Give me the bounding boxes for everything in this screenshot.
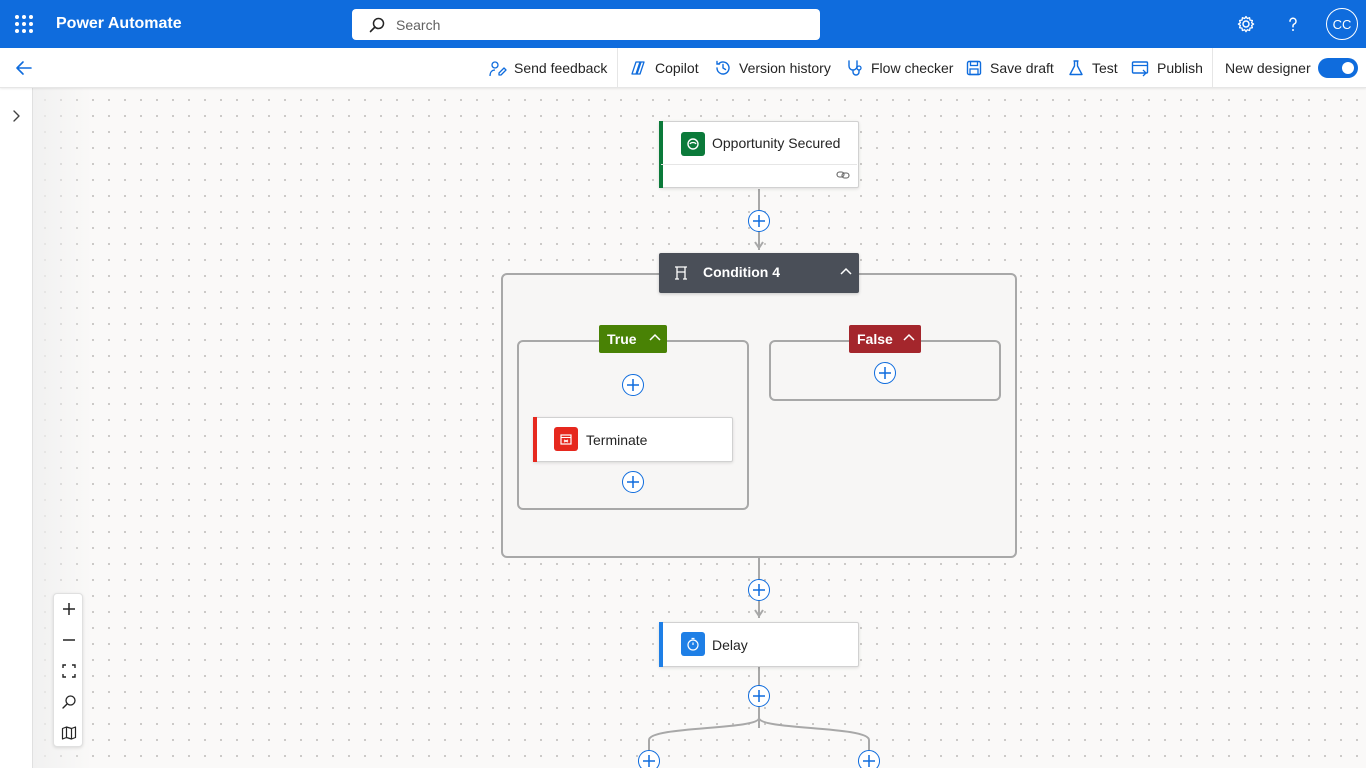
delay-title: Delay	[712, 637, 748, 653]
map-icon	[61, 726, 77, 740]
zoom-out-button[interactable]	[54, 625, 84, 655]
terminate-icon	[554, 427, 578, 451]
true-branch-label: True	[607, 331, 637, 347]
help-question-icon[interactable]	[1281, 12, 1305, 36]
fit-view-button[interactable]	[54, 656, 84, 686]
top-bar: Power Automate CC	[0, 0, 1366, 48]
search-canvas-button[interactable]	[54, 687, 84, 717]
collapse-chevron-icon[interactable]	[648, 331, 662, 345]
add-step-button[interactable]	[748, 685, 770, 707]
card-divider	[661, 164, 857, 165]
collapse-chevron-icon[interactable]	[902, 331, 916, 345]
send-feedback-label: Send feedback	[514, 60, 608, 76]
stethoscope-icon	[848, 60, 862, 76]
add-step-button[interactable]	[622, 374, 644, 396]
copilot-label: Copilot	[655, 60, 699, 76]
trigger-title: Opportunity Secured	[712, 135, 841, 151]
trigger-card-opportunity-secured[interactable]: Opportunity Secured	[659, 121, 859, 188]
add-step-button[interactable]	[622, 471, 644, 493]
plus-icon	[627, 379, 639, 391]
true-branch-tag[interactable]: True	[599, 325, 667, 353]
back-arrow-icon[interactable]	[12, 56, 36, 80]
new-designer-toggle[interactable]	[1318, 58, 1358, 78]
publish-button[interactable]: Publish	[1131, 56, 1203, 80]
left-rail	[0, 88, 33, 768]
condition-card[interactable]: Condition 4	[659, 253, 859, 293]
publish-icon	[1131, 61, 1149, 77]
add-step-button[interactable]	[874, 362, 896, 384]
search-icon	[62, 695, 76, 709]
flow-checker-button[interactable]: Flow checker	[846, 56, 953, 80]
dataverse-icon	[681, 132, 705, 156]
zoom-controls	[53, 593, 83, 747]
plus-icon	[753, 215, 765, 227]
condition-icon	[675, 266, 687, 280]
new-designer-label: New designer	[1225, 60, 1311, 76]
beaker-icon	[1069, 60, 1083, 76]
version-history-label: Version history	[739, 60, 831, 76]
delay-action-card[interactable]: Delay	[659, 622, 859, 667]
plus-icon	[627, 476, 639, 488]
add-parallel-branch-button[interactable]	[638, 750, 660, 768]
history-icon	[716, 60, 730, 75]
link-icon	[836, 171, 850, 179]
terminate-action-card[interactable]: Terminate	[533, 417, 733, 462]
version-history-button[interactable]: Version history	[714, 56, 831, 80]
minus-icon	[63, 639, 75, 641]
test-button[interactable]: Test	[1067, 56, 1118, 80]
false-branch-label: False	[857, 331, 893, 347]
flow-checker-label: Flow checker	[871, 60, 954, 76]
toolbar-divider	[1212, 48, 1213, 88]
app-launcher-icon[interactable]	[15, 15, 33, 33]
expand-chevron-icon[interactable]	[8, 108, 24, 124]
send-feedback-button[interactable]: Send feedback	[488, 56, 607, 80]
search-input[interactable]	[396, 9, 796, 40]
add-parallel-branch-button[interactable]	[858, 750, 880, 768]
search-box[interactable]	[352, 9, 820, 40]
plus-icon	[753, 584, 765, 596]
false-branch-tag[interactable]: False	[849, 325, 921, 353]
timer-icon	[681, 632, 705, 656]
copilot-icon	[631, 61, 645, 75]
condition-container	[501, 273, 1017, 558]
test-label: Test	[1092, 60, 1118, 76]
terminate-title: Terminate	[586, 432, 648, 448]
collapse-chevron-icon[interactable]	[839, 265, 853, 279]
app-title[interactable]: Power Automate	[56, 15, 182, 32]
card-accent-bar	[659, 121, 663, 188]
plus-icon	[879, 367, 891, 379]
plus-icon	[753, 690, 765, 702]
feedback-icon	[489, 60, 507, 76]
plus-icon	[63, 603, 75, 615]
save-draft-button[interactable]: Save draft	[965, 56, 1054, 80]
save-icon	[966, 60, 982, 76]
save-draft-label: Save draft	[990, 60, 1054, 76]
fit-view-icon	[62, 664, 76, 678]
copilot-button[interactable]: Copilot	[628, 56, 699, 80]
plus-icon	[863, 755, 875, 767]
command-bar: Send feedback Copilot Version history Fl…	[0, 48, 1366, 88]
flow-canvas[interactable]: Opportunity Secured Condition 4 True Ter…	[33, 88, 1366, 768]
search-icon	[369, 17, 385, 33]
minimap-button[interactable]	[54, 718, 84, 748]
publish-label: Publish	[1157, 60, 1203, 76]
card-accent-bar	[533, 417, 537, 462]
add-step-button[interactable]	[748, 579, 770, 601]
condition-title: Condition 4	[703, 264, 780, 280]
add-step-button[interactable]	[748, 210, 770, 232]
plus-icon	[643, 755, 655, 767]
toggle-knob	[1342, 62, 1354, 74]
settings-gear-icon[interactable]	[1234, 12, 1258, 36]
zoom-in-button[interactable]	[54, 594, 84, 624]
toolbar-divider	[617, 48, 618, 88]
card-accent-bar	[659, 622, 663, 667]
user-avatar[interactable]: CC	[1326, 8, 1358, 40]
